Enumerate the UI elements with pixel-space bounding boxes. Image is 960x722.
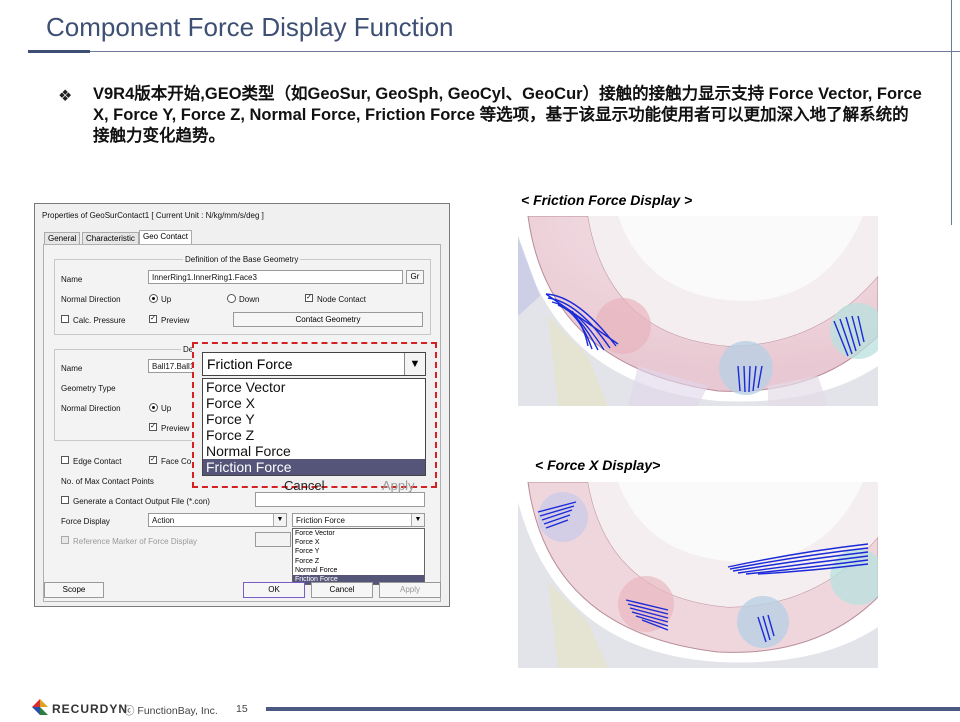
base-name-label: Name bbox=[61, 275, 83, 284]
action-name-label: Name bbox=[61, 364, 83, 373]
face-contact-checkbox[interactable]: ✓ bbox=[149, 456, 157, 464]
max-contact-points-label: No. of Max Contact Points bbox=[61, 477, 154, 486]
scope-button[interactable]: Scope bbox=[44, 582, 104, 598]
force-display-label: Force Display bbox=[61, 517, 110, 526]
action-up-label: Up bbox=[161, 404, 172, 413]
chevron-down-icon: ▼ bbox=[273, 514, 286, 526]
action-preview-checkbox[interactable]: ✓ bbox=[149, 423, 157, 431]
chevron-down-icon: ▼ bbox=[404, 353, 425, 375]
normal-direction-label: Normal Direction bbox=[61, 295, 121, 304]
friction-force-caption: < Friction Force Display > bbox=[521, 192, 693, 208]
node-contact-checkbox[interactable]: ✓ bbox=[305, 294, 313, 302]
output-file-field[interactable] bbox=[255, 492, 425, 507]
calc-pressure-label: Calc. Pressure bbox=[73, 316, 126, 325]
force-display-target-value: Action bbox=[152, 516, 175, 525]
zoom-cancel-hint: Cancel bbox=[284, 478, 325, 493]
base-name-value: InnerRing1.InnerRing1.Face3 bbox=[152, 273, 257, 282]
action-up-radio[interactable] bbox=[149, 403, 158, 412]
action-preview-label: Preview bbox=[161, 424, 190, 433]
force-x-view bbox=[518, 482, 878, 668]
apply-button[interactable]: Apply bbox=[379, 582, 441, 598]
zoom-option-force-z[interactable]: Force Z bbox=[206, 427, 255, 443]
action-geometry-group-label: De bbox=[181, 345, 196, 354]
title-divider bbox=[28, 51, 960, 52]
chevron-down-icon: ▼ bbox=[411, 514, 424, 526]
generate-output-label: Generate a Contact Output File (*.con) bbox=[73, 497, 210, 506]
force-display-dropdown-list: Force Vector Force X Force Y Force Z Nor… bbox=[292, 528, 425, 585]
friction-force-bearing-render bbox=[518, 216, 878, 406]
reference-marker-field[interactable] bbox=[255, 532, 291, 547]
title-accent-bar bbox=[28, 50, 90, 53]
force-x-bearing-render bbox=[518, 482, 878, 668]
page-number: 15 bbox=[236, 703, 248, 715]
face-contact-label: Face Co bbox=[161, 457, 192, 466]
base-name-field[interactable]: InnerRing1.InnerRing1.Face3 bbox=[148, 270, 403, 284]
zoom-selected-value: Friction Force bbox=[207, 356, 293, 372]
generate-output-checkbox[interactable] bbox=[61, 496, 69, 504]
cancel-button[interactable]: Cancel bbox=[311, 582, 373, 598]
down-radio[interactable] bbox=[227, 294, 236, 303]
zoom-option-force-vector[interactable]: Force Vector bbox=[206, 379, 286, 395]
up-radio[interactable] bbox=[149, 294, 158, 303]
bullet-text: V9R4版本开始,GEO类型（如GeoSur, GeoSph, GeoCyl、G… bbox=[93, 85, 922, 145]
calc-pressure-checkbox[interactable] bbox=[61, 315, 69, 323]
zoom-option-force-y[interactable]: Force Y bbox=[206, 411, 255, 427]
recurdyn-logo-icon bbox=[30, 697, 50, 722]
friction-force-view bbox=[518, 216, 878, 406]
ok-button[interactable]: OK bbox=[243, 582, 305, 598]
zoom-option-force-x[interactable]: Force X bbox=[206, 395, 256, 411]
tab-geo-contact[interactable]: Geo Contact bbox=[139, 230, 192, 244]
geometry-type-label: Geometry Type bbox=[61, 384, 116, 393]
slide-title: Component Force Display Function bbox=[46, 12, 454, 42]
dropdown-option-friction-force[interactable]: Friction Force bbox=[293, 575, 424, 585]
reference-marker-checkbox[interactable] bbox=[61, 536, 69, 544]
edge-contact-checkbox[interactable] bbox=[61, 456, 69, 464]
dropdown-option-normal-force[interactable]: Normal Force bbox=[295, 566, 338, 574]
dropdown-option-force-x[interactable]: Force X bbox=[295, 539, 320, 547]
dialog-title: Properties of GeoSurContact1 [ Current U… bbox=[42, 211, 264, 220]
edge-contact-label: Edge Contact bbox=[73, 457, 122, 466]
footer-brand: RECURDYN bbox=[52, 702, 129, 716]
up-label: Up bbox=[161, 295, 172, 304]
zoomed-dropdown-callout: Friction Force ▼ Force Vector Force X Fo… bbox=[192, 342, 437, 493]
right-divider bbox=[951, 0, 952, 225]
force-display-type-select[interactable]: Friction Force ▼ bbox=[292, 513, 425, 527]
force-display-target-select[interactable]: Action ▼ bbox=[148, 513, 287, 527]
base-preview-checkbox[interactable]: ✓ bbox=[149, 315, 157, 323]
node-contact-label: Node Contact bbox=[317, 295, 366, 304]
bullet-icon: ❖ bbox=[58, 88, 73, 105]
base-preview-label: Preview bbox=[161, 316, 190, 325]
zoom-option-normal-force[interactable]: Normal Force bbox=[206, 443, 291, 459]
contact-geometry-button[interactable]: Contact Geometry bbox=[233, 312, 423, 327]
zoom-force-display-select[interactable]: Friction Force ▼ bbox=[202, 352, 426, 376]
gr-button[interactable]: Gr bbox=[406, 270, 424, 284]
force-display-type-value: Friction Force bbox=[296, 516, 345, 525]
base-geometry-group-label: Definition of the Base Geometry bbox=[183, 255, 301, 264]
reference-marker-label: Reference Marker of Force Display bbox=[73, 537, 198, 546]
dropdown-option-force-z[interactable]: Force Z bbox=[295, 557, 320, 565]
dropdown-option-force-y[interactable]: Force Y bbox=[295, 548, 320, 556]
action-normal-direction-label: Normal Direction bbox=[61, 404, 121, 413]
footer-bar bbox=[266, 707, 960, 711]
zoom-dropdown-list: Force Vector Force X Force Y Force Z Nor… bbox=[202, 378, 426, 476]
action-name-value: Ball17.Ball1 bbox=[152, 362, 195, 371]
force-x-caption: < Force X Display> bbox=[535, 457, 661, 473]
footer-copyright: ⓒ FunctionBay, Inc. bbox=[124, 705, 218, 717]
zoom-option-friction-force[interactable]: Friction Force bbox=[203, 459, 425, 475]
down-label: Down bbox=[239, 295, 260, 304]
dropdown-option-force-vector[interactable]: Force Vector bbox=[295, 530, 335, 537]
zoom-apply-hint: Apply bbox=[382, 478, 415, 493]
